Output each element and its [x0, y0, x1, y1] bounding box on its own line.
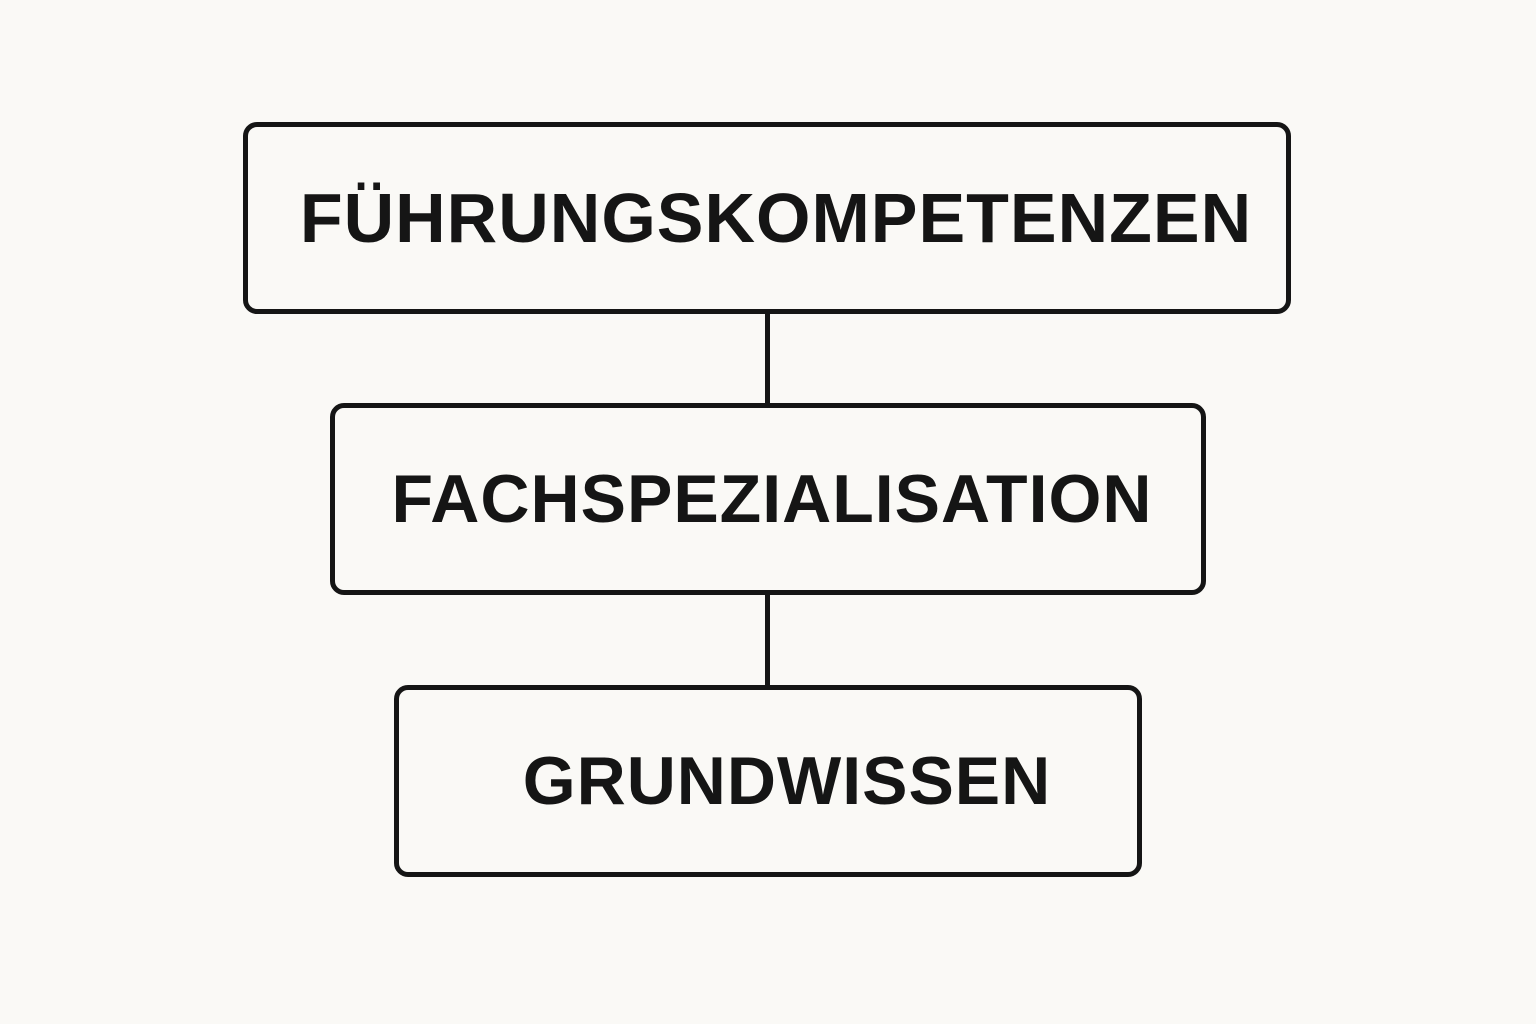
level-label-grundwissen: GRUNDWISSEN — [522, 743, 1052, 819]
level-label-fachspezialisation: FACHSPEZIALISATION — [391, 461, 1153, 537]
connector-middle-to-bottom — [765, 593, 770, 687]
connector-top-to-middle — [765, 312, 770, 405]
level-box-grundwissen: GRUNDWISSEN — [394, 685, 1142, 877]
level-box-fachspezialisation: FACHSPEZIALISATION — [330, 403, 1206, 595]
level-box-fuehrungskompetenzen: FÜHRUNGSKOMPETENZEN — [243, 122, 1291, 314]
level-label-fuehrungskompetenzen: FÜHRUNGSKOMPETENZEN — [299, 179, 1253, 257]
